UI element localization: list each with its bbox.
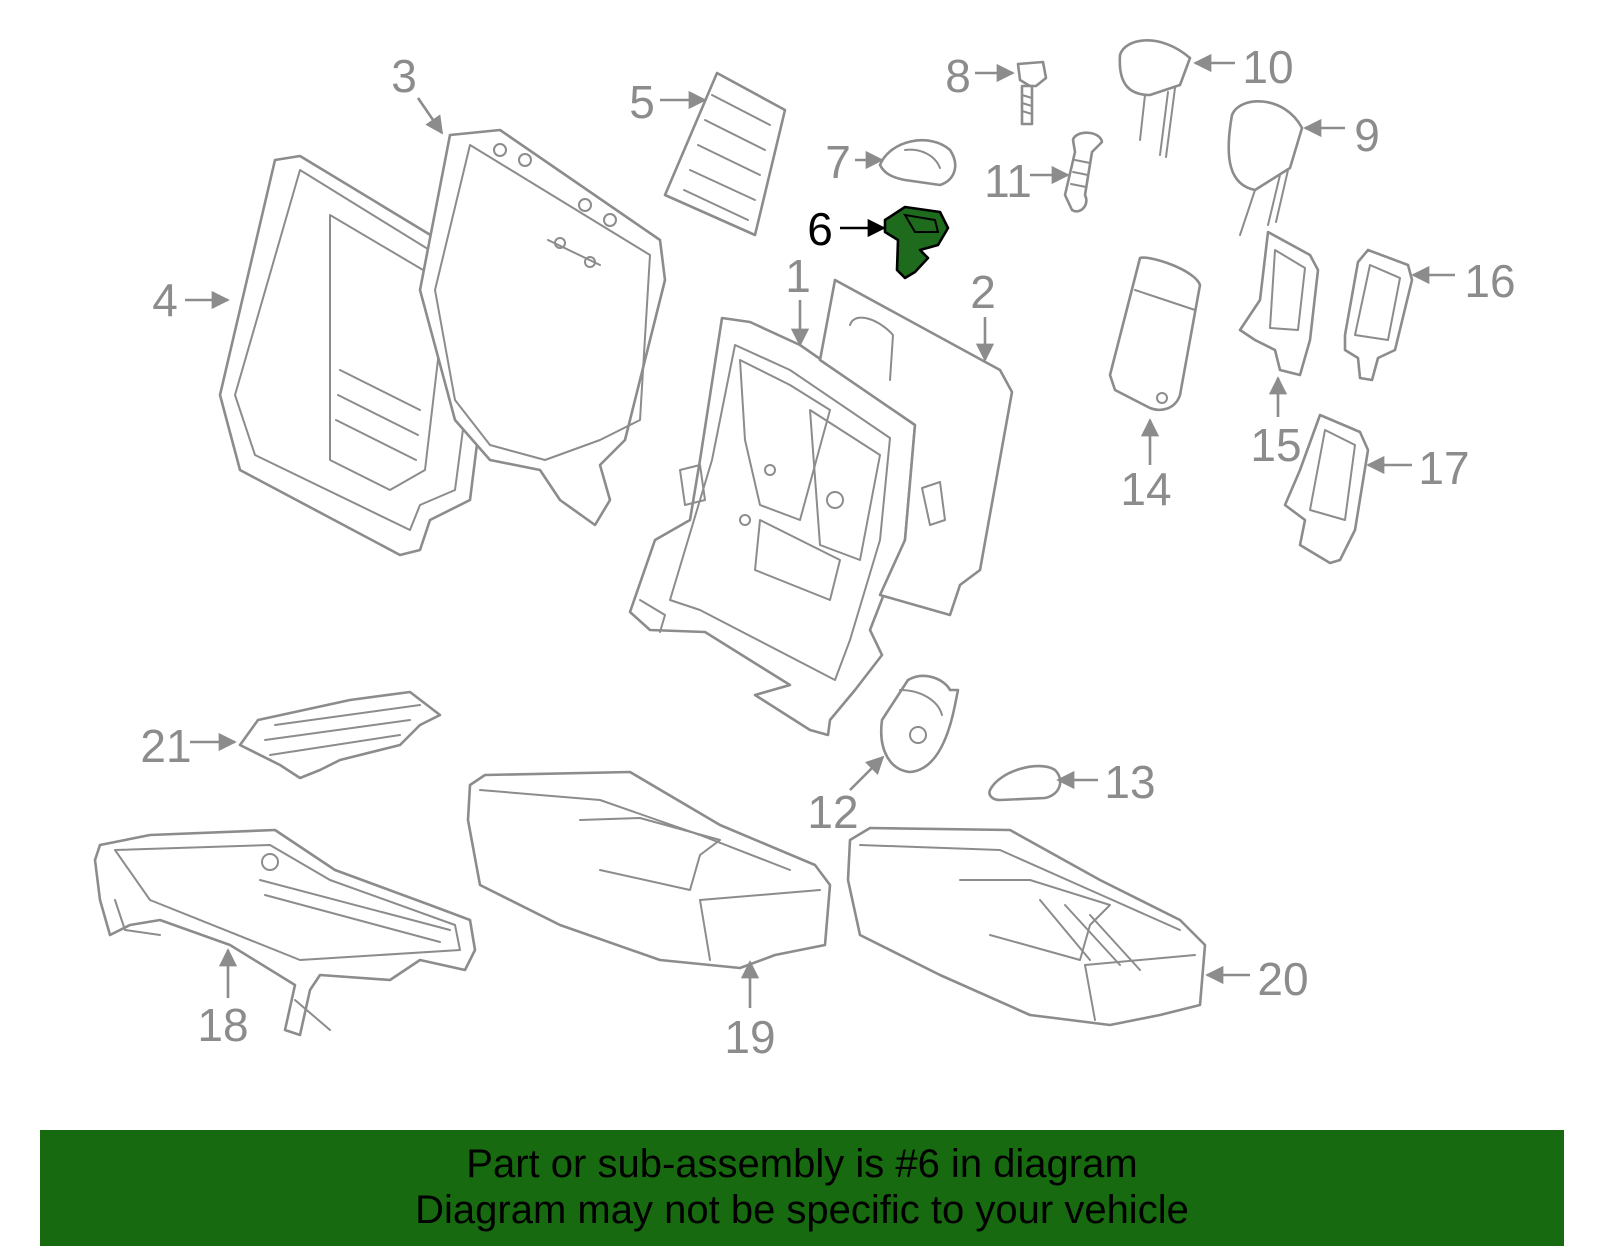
part-19-seat-cushion[interactable] [466,770,832,970]
callout-16: 16 [1464,255,1515,307]
part-7-cover[interactable] [878,139,957,187]
callout-11: 11 [984,155,1032,207]
callout-21: 21 [140,720,191,772]
callout-14: 14 [1120,463,1171,515]
callout-12: 12 [807,786,858,838]
callout-10: 10 [1242,41,1293,93]
part-12-hinge-cover[interactable] [879,674,960,774]
part-6-latch-highlighted[interactable] [883,205,950,280]
callout-5: 5 [629,76,655,128]
callout-18: 18 [197,999,248,1051]
callout-1: 1 [785,250,811,302]
callout-15: 15 [1250,419,1301,471]
part-5-backrest-pad[interactable] [663,71,787,237]
part-16-trim-panel[interactable] [1343,248,1414,382]
part-2-back-panel[interactable] [818,278,1014,617]
part-18-cushion-frame[interactable] [93,828,477,1037]
banner-line-1: Part or sub-assembly is #6 in diagram [466,1142,1138,1186]
callout-4: 4 [152,274,178,326]
callout-2: 2 [970,266,996,318]
part-9-headrest[interactable] [1227,100,1304,236]
part-14-armrest[interactable] [1108,256,1202,412]
callout-3: 3 [391,50,417,102]
leader-lines [185,53,1455,1008]
part-8-bolt[interactable] [1016,60,1048,126]
part-13-cap[interactable] [988,764,1062,802]
part-15-side-trim[interactable] [1238,230,1320,377]
callout-labels: 1 2 3 4 5 6 7 8 9 10 11 12 13 14 15 16 1… [140,41,1515,1063]
part-21-heater-mat[interactable] [238,690,442,780]
part-3-seat-back-assembly[interactable] [418,128,667,527]
callout-17: 17 [1418,442,1469,494]
callout-7: 7 [825,136,851,188]
callout-20: 20 [1257,953,1308,1005]
callout-13: 13 [1104,756,1155,808]
callout-19: 19 [724,1011,775,1063]
part-11-guide-sleeve[interactable] [1063,131,1104,213]
banner-line-2: Diagram may not be specific to your vehi… [415,1188,1189,1232]
info-banner: Part or sub-assembly is #6 in diagram Di… [40,1130,1564,1246]
part-17-trim-panel[interactable] [1283,413,1370,565]
part-10-headrest[interactable] [1118,39,1192,158]
callout-6: 6 [807,203,833,255]
callout-9: 9 [1354,109,1380,161]
parts-diagram: 1 2 3 4 5 6 7 8 9 10 11 12 13 14 15 16 1… [93,39,1516,1063]
part-20-seat-cushion[interactable] [846,826,1207,1027]
callout-8: 8 [945,50,971,102]
